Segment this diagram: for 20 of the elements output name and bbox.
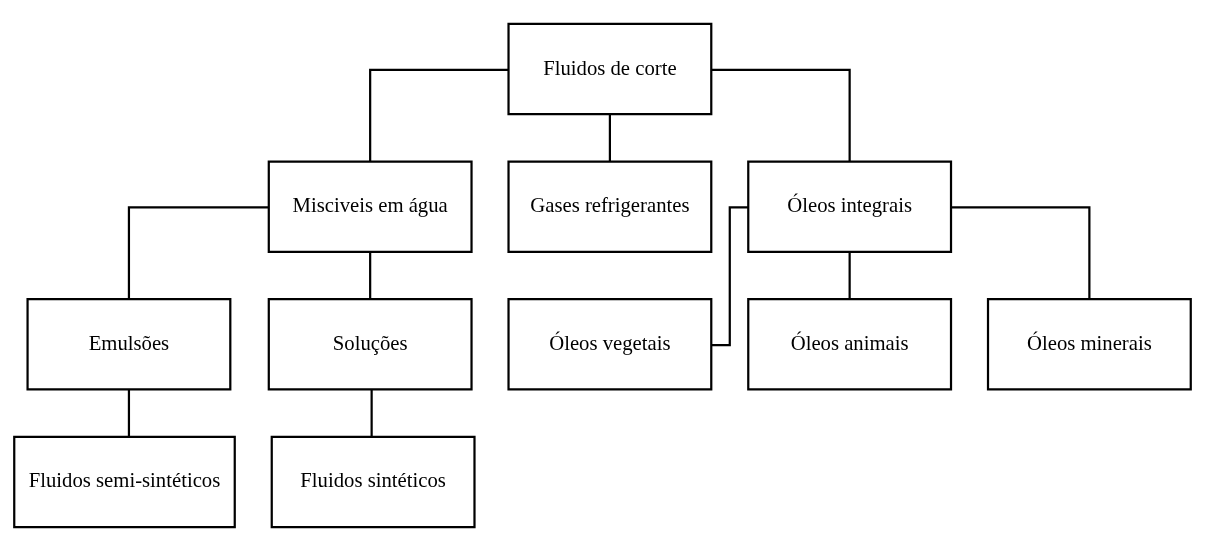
node-box: Gases refrigerantes	[507, 159, 713, 253]
node-box: Óleos integrais	[747, 159, 953, 253]
connector	[369, 68, 509, 161]
connector	[127, 205, 269, 299]
node-box: Óleos animais	[747, 297, 953, 391]
node-box: Fluidos sintéticos	[270, 435, 476, 528]
connector	[951, 205, 1091, 299]
node-box: Óleos vegetais	[507, 297, 713, 391]
node-box: Soluções	[267, 297, 473, 391]
node-box: Misciveis em água	[267, 159, 473, 253]
connector	[370, 389, 373, 437]
connector	[711, 68, 851, 161]
connector	[369, 251, 372, 299]
connector	[848, 251, 851, 299]
connector	[608, 114, 611, 161]
node-box: Fluidos de corte	[507, 22, 713, 115]
node-box: Óleos minerais	[986, 297, 1192, 391]
node-box: Emulsões	[26, 297, 232, 391]
node-box: Fluidos semi-sintéticos	[13, 435, 236, 528]
connector	[127, 389, 131, 437]
